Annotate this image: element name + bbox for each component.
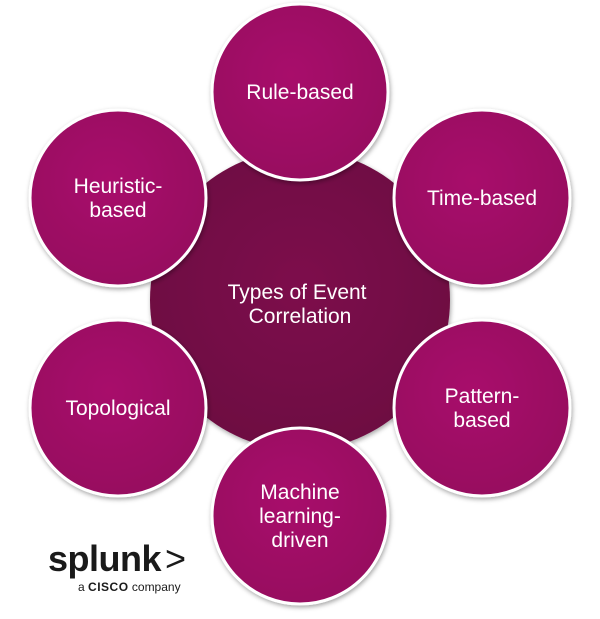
node-label-heuristic-based: Heuristic-based <box>74 175 163 222</box>
node-circle-heuristic-based <box>28 108 208 288</box>
node-label-line: Rule-based <box>246 81 353 104</box>
node-label-topological: Topological <box>65 397 170 420</box>
node-label-line: Heuristic- <box>74 175 163 198</box>
node-circle-time-based <box>392 108 572 288</box>
node-circle-machine-learning-driven <box>210 426 390 606</box>
node-label-time-based: Time-based <box>427 187 537 210</box>
center-title-line-1: Types of Event <box>228 281 367 304</box>
node-circle-pattern-based <box>392 318 572 498</box>
center-title-line-2: Correlation <box>249 305 352 328</box>
node-label-line: Pattern- <box>445 385 520 408</box>
node-label-pattern-based: Pattern-based <box>445 385 520 432</box>
node-label-line: Topological <box>65 397 170 420</box>
node-rule-based: Rule-based <box>210 2 390 182</box>
node-label-line: based <box>89 199 146 222</box>
logo-wordmark: splunk> <box>48 538 186 579</box>
center-circle <box>150 150 450 450</box>
node-label-line: driven <box>271 529 328 552</box>
logo-tagline: a CISCO company <box>78 580 181 594</box>
node-label-line: based <box>453 409 510 432</box>
node-heuristic-based: Heuristic-based <box>28 108 208 288</box>
node-label-line: learning- <box>259 505 341 528</box>
node-label-line: Time-based <box>427 187 537 210</box>
node-circle-topological <box>28 318 208 498</box>
node-pattern-based: Pattern-based <box>392 318 572 498</box>
node-label-line: Machine <box>260 481 339 504</box>
node-topological: Topological <box>28 318 208 498</box>
node-circle-rule-based <box>210 2 390 182</box>
splunk-cisco-logo: splunk> a CISCO company <box>48 540 198 600</box>
center-title: Types of Event Correlation <box>228 281 373 328</box>
node-label-rule-based: Rule-based <box>246 81 353 104</box>
node-time-based: Time-based <box>392 108 572 288</box>
